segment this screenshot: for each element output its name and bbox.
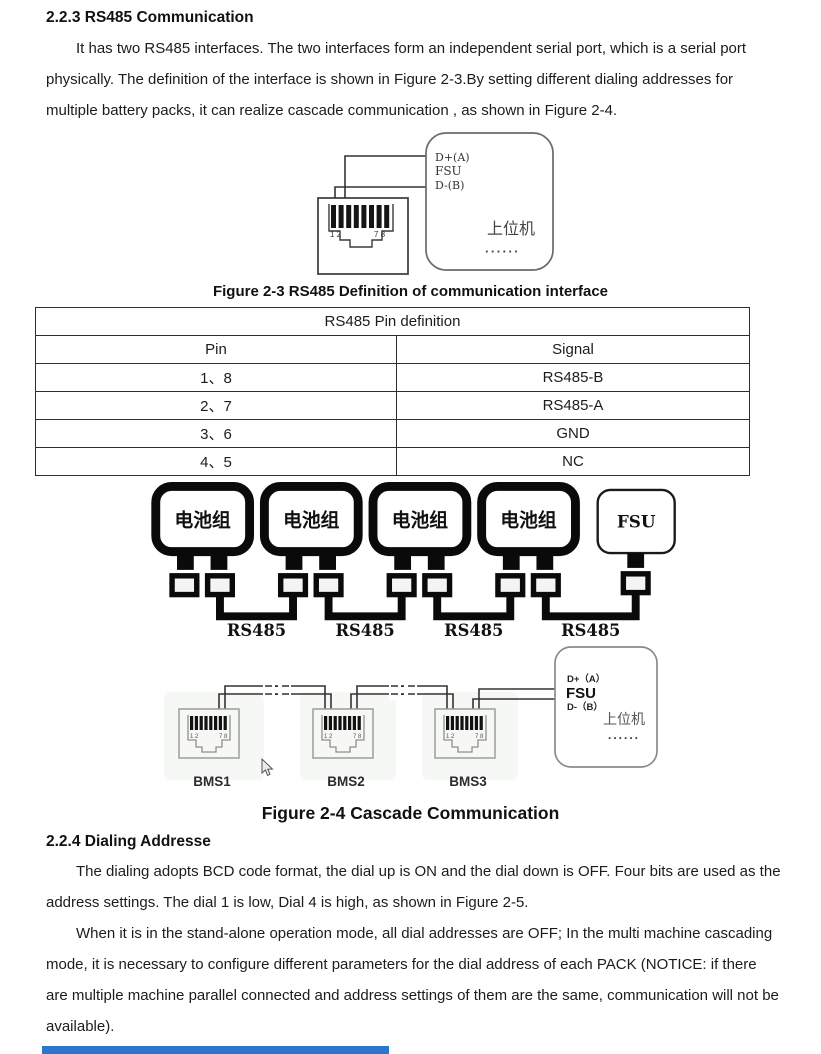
host-ellipsis: ······: [485, 244, 520, 259]
pin-numbers-left: 1 2: [330, 230, 342, 239]
paragraph-dialing-1: The dialing adopts BCD code format, the …: [46, 863, 781, 911]
figure-2-3-caption: Figure 2-3 RS485 Definition of communica…: [212, 283, 609, 300]
cell-pin: 2、7: [35, 391, 397, 420]
bms2-label: BMS2: [327, 774, 365, 789]
fsu-dminus-label: D-（B）: [567, 701, 603, 713]
fsu-ellipsis: ......: [608, 728, 640, 742]
col-header-pin: Pin: [35, 335, 397, 364]
rs485-cable: [216, 595, 297, 621]
rj45-pins: [331, 205, 390, 228]
fsu-name-label: FSU: [566, 685, 596, 702]
cell-pin: 1、8: [35, 363, 397, 392]
table-header-row: Pin Signal: [35, 335, 750, 364]
section-heading-223: 2.2.3 RS485 Communication: [46, 9, 254, 26]
host-label-dplus: D+(A): [435, 151, 470, 164]
figure-2-3: D+(A) FSU D-(B) 上位机 ······ 1 2 7 8: [298, 130, 786, 278]
host-name-label: 上位机: [487, 219, 535, 238]
cell-pin: 3、6: [35, 419, 397, 448]
host-label-dminus: D-(B): [435, 179, 464, 192]
cell-signal: RS485-A: [396, 391, 750, 420]
figure-2-4-drawing: 1 2 7 8: [164, 646, 658, 789]
document-page: 2.2.3 RS485 Communication It has two RS4…: [0, 8, 786, 1042]
rs485-bus-label: RS485: [561, 621, 620, 640]
fsu-host-box: D+（A） FSU D-（B） 上位机 ......: [554, 646, 658, 768]
wire-a: [344, 155, 426, 204]
rs485-bus-label: RS485: [335, 621, 394, 640]
cell-signal: RS485-B: [396, 363, 750, 392]
fsu-label: FSU: [617, 511, 656, 531]
rs485-bus-label: RS485: [444, 621, 503, 640]
bms1-label: BMS1: [193, 774, 231, 789]
figure-cascade-bus: 电池组 FSU: [140, 482, 786, 640]
figure-2-4-caption: Figure 2-4 Cascade Communication: [261, 803, 560, 823]
table-row: 3、6 GND: [35, 419, 750, 448]
rs485-cable: [541, 594, 640, 621]
section-heading-224: 2.2.4 Dialing Addresse: [46, 833, 211, 850]
rs485-port: [620, 571, 651, 596]
rs485-cable: [324, 595, 406, 621]
figure-2-4: 1 2 7 8: [150, 640, 786, 792]
cell-signal: NC: [396, 447, 750, 476]
table-row: 1、8 RS485-B: [35, 363, 750, 392]
fsu-dplus-label: D+（A）: [567, 673, 605, 685]
host-label-fsu: FSU: [435, 164, 462, 178]
rs485-pin-table: RS485 Pin definition Pin Signal 1、8 RS48…: [35, 307, 750, 476]
fsu-box: FSU: [596, 488, 676, 596]
table-row: 2、7 RS485-A: [35, 391, 750, 420]
paragraph-rs485-intro: It has two RS485 interfaces. The two int…: [46, 40, 747, 119]
cell-pin: 4、5: [35, 447, 397, 476]
cascade-drawing: 电池组 FSU: [140, 482, 676, 640]
rs485-bus-label: RS485: [227, 621, 286, 640]
partial-next-element-blue-bar: [42, 1046, 389, 1054]
bms3-label: BMS3: [449, 774, 487, 789]
table-title-cell: RS485 Pin definition: [35, 307, 750, 336]
paragraph-dialing-2: When it is in the stand-alone operation …: [46, 925, 779, 1035]
pin-numbers-right: 7 8: [374, 230, 386, 239]
figure-2-3-drawing: D+(A) FSU D-(B) 上位机 ······ 1 2 7 8: [317, 132, 554, 275]
host-box: [425, 132, 554, 271]
cell-signal: GND: [396, 419, 750, 448]
table-row: 4、5 NC: [35, 447, 750, 476]
cursor-icon: [261, 757, 274, 777]
wire-break: [263, 678, 417, 700]
table-title-row: RS485 Pin definition: [35, 307, 750, 336]
fsu-host-name: 上位机: [603, 712, 645, 728]
rs485-cable: [433, 595, 515, 621]
rj45-socket-shape: [328, 204, 394, 248]
col-header-signal: Signal: [396, 335, 750, 364]
